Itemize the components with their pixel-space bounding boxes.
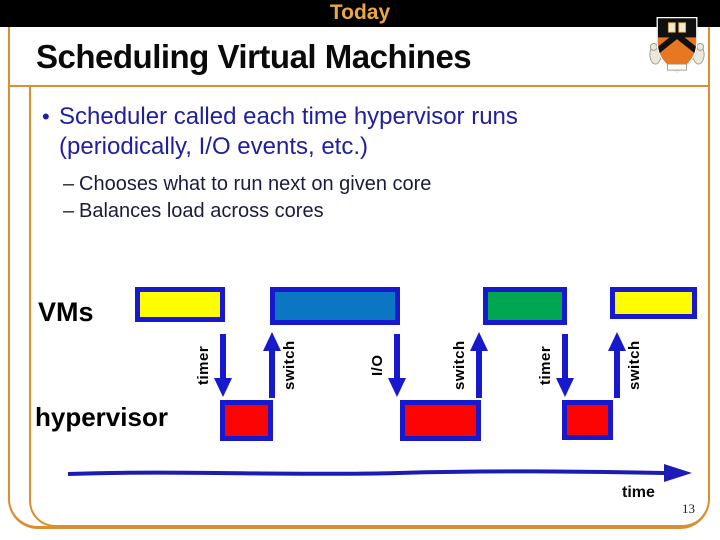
arrow-head-up-icon (470, 332, 488, 351)
arrow-head-down-icon (214, 378, 232, 397)
page-title: Scheduling Virtual Machines (36, 38, 472, 75)
vm-box (483, 287, 567, 325)
top-banner: Today (0, 0, 720, 27)
hypervisor-box (562, 400, 613, 440)
content-frame (29, 87, 708, 527)
bullet-text: Scheduler called each time hypervisor ru… (59, 102, 518, 162)
event-arrow-down (394, 334, 400, 380)
bullet-item: • Scheduler called each time hypervisor … (42, 102, 672, 162)
bullet-marker: • (42, 104, 50, 129)
event-arrow-up (269, 350, 275, 398)
arrow-head-down-icon (388, 378, 406, 397)
bullet-line-2: (periodically, I/O events, etc.) (59, 133, 368, 160)
sub-bullet-text: Chooses what to run next on given core (79, 173, 432, 195)
sub-bullet-text: Balances load across cores (79, 200, 324, 222)
event-arrow-up (476, 350, 482, 398)
vm-box (270, 287, 400, 325)
banner-label: Today (329, 1, 391, 24)
event-label: switch (626, 340, 643, 390)
vms-row-label: VMs (38, 297, 94, 327)
sub-bullet-dash: – (63, 173, 75, 195)
event-label: timer (537, 345, 554, 385)
page-number: 13 (682, 501, 695, 516)
event-arrow-up (614, 350, 620, 398)
princeton-shield-icon (649, 16, 705, 73)
vm-box (610, 287, 697, 319)
arrow-head-up-icon (263, 332, 281, 351)
time-axis-label: time (622, 484, 655, 501)
arrow-head-down-icon (556, 378, 574, 397)
title-divider (8, 85, 710, 87)
hypervisor-row-label: hypervisor (35, 402, 168, 432)
hypervisor-box (400, 400, 481, 441)
vm-box (135, 287, 225, 322)
arrow-head-up-icon (608, 332, 626, 351)
time-axis-arrow (67, 464, 692, 482)
event-arrow-down (562, 334, 568, 380)
event-label: I/O (369, 354, 386, 376)
event-label: timer (195, 345, 212, 385)
outer-frame (8, 27, 710, 529)
sub-bullet-item: – Balances load across cores (63, 198, 663, 225)
event-label: switch (451, 340, 468, 390)
event-label: switch (281, 340, 298, 390)
sub-bullet-item: – Chooses what to run next on given core (63, 171, 663, 198)
hypervisor-box (220, 400, 273, 441)
bullet-line-1: Scheduler called each time hypervisor ru… (59, 103, 518, 130)
sub-bullet-dash: – (63, 200, 75, 222)
event-arrow-down (220, 334, 226, 380)
sub-bullet-list: – Chooses what to run next on given core… (63, 171, 663, 225)
